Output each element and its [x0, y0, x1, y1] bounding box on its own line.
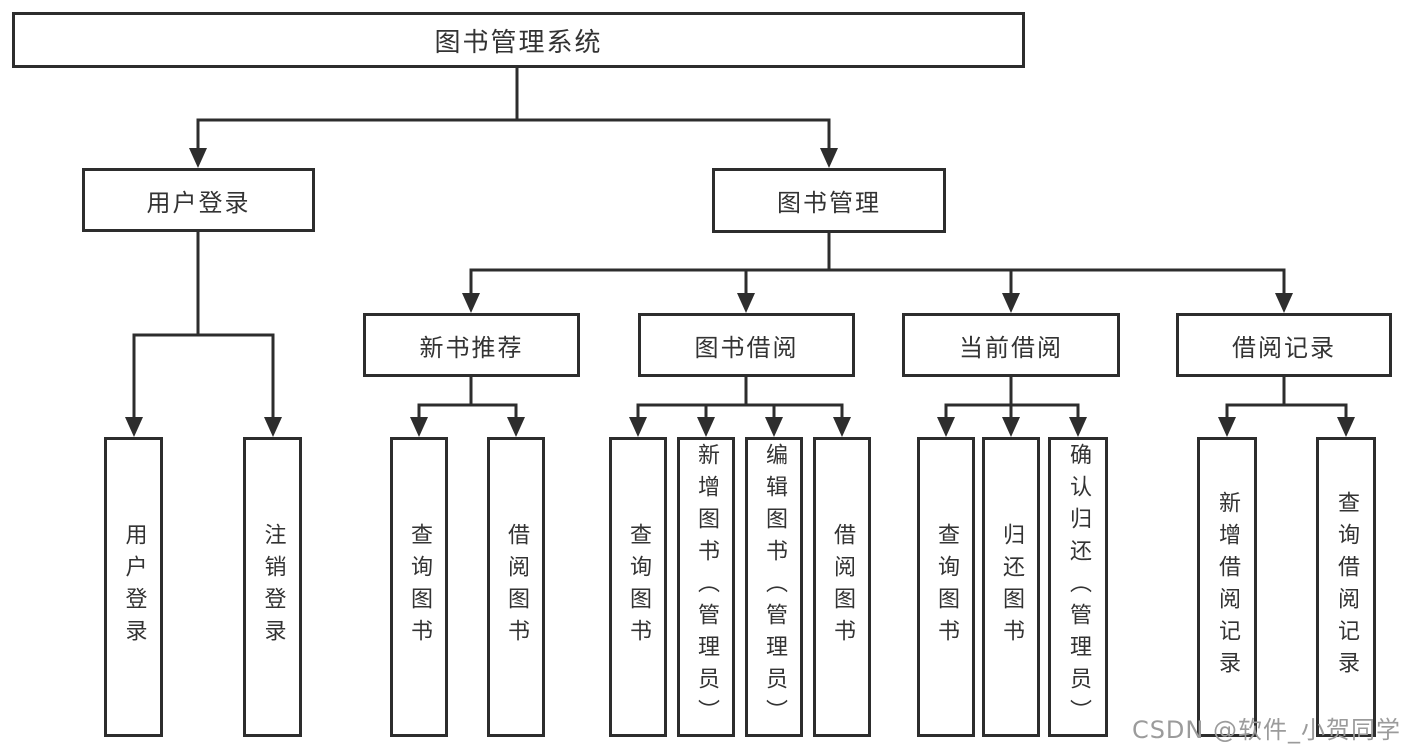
node-label: 确认归还（管理员） — [1066, 443, 1091, 731]
leaf-user-login: 用户登录 — [104, 437, 163, 737]
node-label: 当前借阅 — [959, 333, 1063, 362]
leaf-query-books-borrowing: 查询图书 — [609, 437, 667, 737]
node-label: 图书管理 — [777, 189, 881, 217]
node-label: 图书管理系统 — [434, 27, 603, 58]
leaf-query-books-current: 查询图书 — [917, 437, 975, 737]
node-label: 查询借阅记录 — [1334, 491, 1359, 683]
node-label: 用户登录 — [121, 523, 147, 651]
leaf-logout: 注销登录 — [243, 437, 302, 737]
node-label: 借阅记录 — [1232, 333, 1336, 362]
leaf-query-borrowing-record: 查询借阅记录 — [1316, 437, 1376, 737]
node-book-borrowing: 图书借阅 — [638, 313, 855, 377]
leaf-borrow-books-recommend: 借阅图书 — [487, 437, 545, 737]
arrowheads — [125, 148, 1355, 437]
node-label: 借阅图书 — [830, 523, 855, 651]
node-borrowing-records: 借阅记录 — [1176, 313, 1392, 377]
node-label: 新书推荐 — [419, 333, 524, 362]
node-label: 图书借阅 — [694, 333, 799, 362]
node-label: 查询图书 — [934, 523, 959, 651]
leaf-add-borrowing-record: 新增借阅记录 — [1197, 437, 1257, 737]
node-label: 新增借阅记录 — [1215, 491, 1240, 683]
leaf-confirm-return-admin: 确认归还（管理员） — [1048, 437, 1108, 737]
node-current-borrowing: 当前借阅 — [902, 313, 1120, 377]
node-book-management: 图书管理 — [712, 168, 946, 233]
leaf-edit-book-admin: 编辑图书（管理员） — [745, 437, 803, 737]
leaf-query-books-recommend: 查询图书 — [390, 437, 448, 737]
node-label: 用户登录 — [146, 188, 251, 217]
node-label: 查询图书 — [626, 523, 651, 651]
node-library-management-system: 图书管理系统 — [12, 12, 1025, 68]
node-label: 借阅图书 — [504, 523, 529, 651]
node-label: 归还图书 — [999, 523, 1024, 651]
csdn-watermark: CSDN @软件_小贺同学 — [1131, 716, 1401, 744]
node-label: 查询图书 — [407, 523, 432, 651]
leaf-add-book-admin: 新增图书（管理员） — [677, 437, 735, 737]
node-label: 编辑图书（管理员） — [762, 443, 787, 731]
leaf-return-books: 归还图书 — [982, 437, 1040, 737]
node-user-login: 用户登录 — [82, 168, 315, 232]
leaf-borrow-books-borrowing: 借阅图书 — [813, 437, 871, 737]
node-new-book-recommendation: 新书推荐 — [363, 313, 580, 377]
node-label: 注销登录 — [260, 523, 286, 651]
node-label: 新增图书（管理员） — [694, 443, 719, 731]
